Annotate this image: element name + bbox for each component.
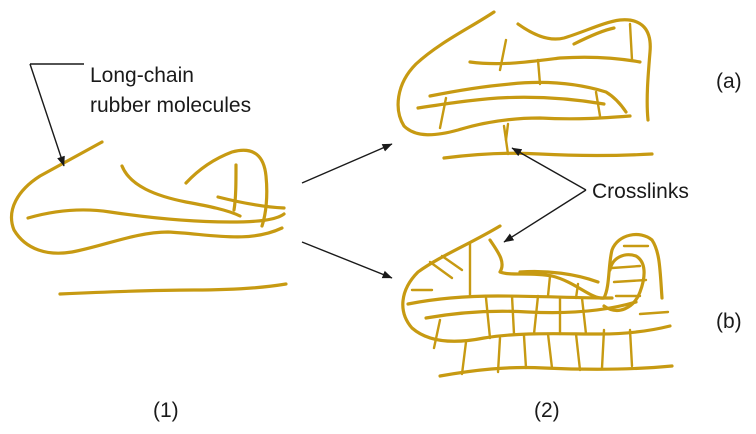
crosslink	[496, 336, 502, 374]
crosslink	[498, 38, 508, 72]
crosslink	[510, 294, 516, 336]
crosslink	[574, 282, 580, 300]
chain-2b-tail	[518, 269, 600, 284]
label-stage-2: (2)	[534, 399, 560, 422]
crosslink	[440, 254, 464, 272]
chain-2b-loop	[602, 253, 646, 312]
chain-1c	[120, 164, 242, 218]
chain-2a-main	[396, 10, 632, 137]
label-molecules-line1: Long-chain	[90, 64, 194, 87]
crosslink	[522, 334, 528, 370]
chain-1g	[216, 195, 286, 210]
process-arrow-to-a	[301, 143, 393, 184]
chain-1e	[232, 163, 238, 212]
chain-2a-hook	[516, 18, 652, 122]
crosslinked-heavy	[401, 224, 674, 378]
chain-2b-inner1	[406, 294, 614, 306]
chain-1a	[9, 140, 284, 255]
chain-1f	[58, 282, 288, 296]
crosslink	[428, 260, 454, 280]
crosslinked-light	[396, 10, 654, 160]
crosslink	[438, 96, 448, 130]
crosslink	[594, 90, 602, 118]
crosslink	[628, 328, 634, 368]
label-state-b: (b)	[716, 310, 742, 333]
uncrosslinked-molecules	[9, 140, 288, 296]
chain-2a-upper	[468, 55, 642, 66]
chain-2a-mid	[428, 80, 628, 114]
crosslink	[546, 274, 552, 298]
crosslink-pointer-a	[511, 147, 587, 191]
crosslink	[502, 124, 510, 156]
crosslink	[536, 58, 542, 86]
crosslink	[628, 22, 634, 62]
chain-2a-flick	[572, 26, 616, 46]
crosslink	[638, 310, 670, 316]
label-crosslinks: Crosslinks	[592, 180, 689, 203]
chain-2a-low	[442, 151, 654, 160]
crosslink	[432, 318, 442, 350]
crosslink	[580, 296, 588, 336]
label-molecules-line2: rubber molecules	[90, 94, 252, 117]
crosslink	[612, 278, 648, 284]
process-arrow-to-b	[301, 241, 393, 279]
crosslink	[600, 328, 606, 370]
leader-arrow-molecules	[29, 63, 65, 167]
crosslink	[484, 296, 492, 340]
label-stage-1: (1)	[153, 399, 179, 422]
chain-2b-main	[401, 224, 672, 343]
label-state-a: (a)	[716, 70, 742, 93]
crosslink	[574, 332, 582, 372]
chain-1d	[184, 148, 269, 228]
chain-2b-inner2	[424, 300, 638, 320]
crosslink-pointer-b	[503, 189, 587, 243]
chain-2b-low	[438, 364, 674, 378]
crosslink	[460, 340, 468, 376]
crosslink	[610, 264, 642, 270]
chain-1b	[26, 208, 286, 224]
crosslink	[546, 332, 554, 370]
crosslink	[532, 294, 540, 336]
